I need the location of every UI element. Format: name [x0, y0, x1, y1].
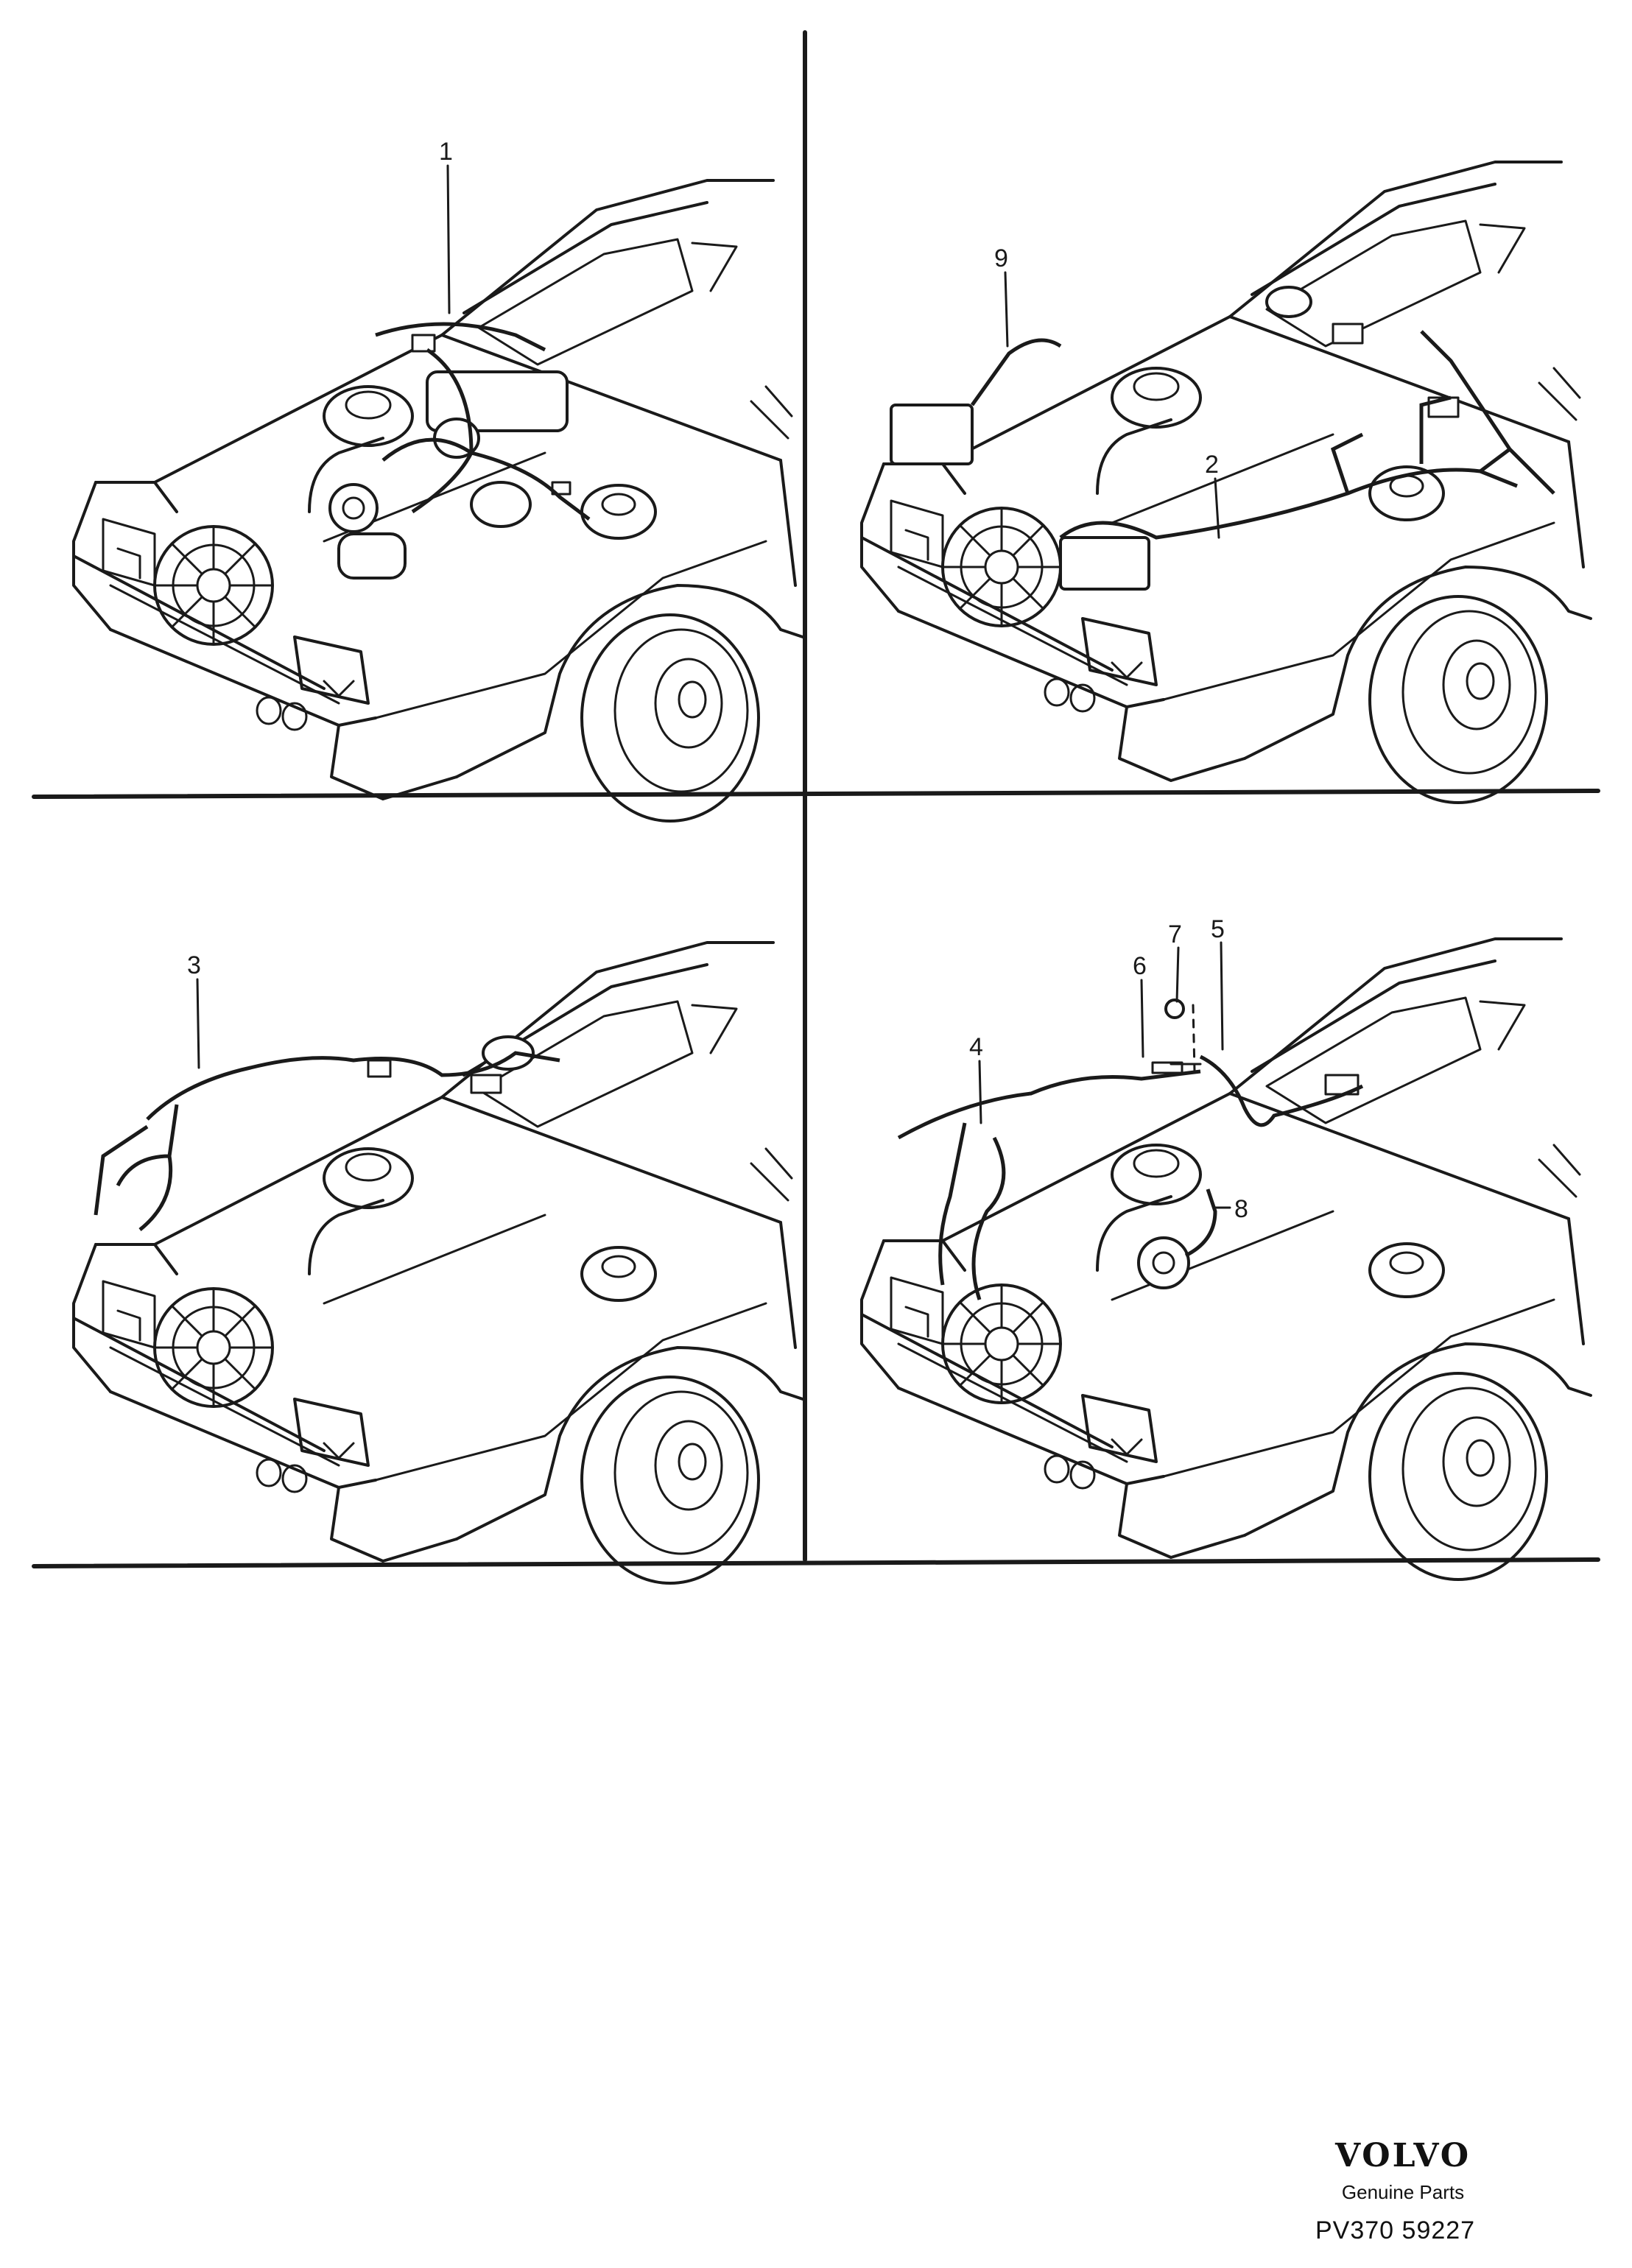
svg-text:2: 2: [1205, 451, 1219, 479]
panel-bottom-left: 3: [72, 941, 804, 1585]
panel-top-right: 9 2: [860, 161, 1592, 804]
svg-text:3: 3: [187, 951, 201, 979]
engine-components: [1137, 999, 1360, 1289]
wiring-harness-2: [1059, 330, 1555, 540]
callout-1: 1: [439, 138, 453, 314]
brand-logo: VOLVO: [1334, 2137, 1471, 2174]
callout-8: 8: [1214, 1195, 1248, 1223]
callout-4: 4: [969, 1033, 983, 1124]
callout-9: 9: [994, 244, 1009, 348]
divider-horizontal-bottom: [32, 1557, 1600, 1568]
wiring-harness-5: [1199, 1054, 1364, 1127]
callout-6: 6: [1133, 952, 1147, 1058]
panel-top-left: 1: [72, 138, 804, 823]
callout-2: 2: [1205, 451, 1220, 539]
wiring-harness-9: [970, 338, 1062, 406]
svg-text:1: 1: [439, 138, 453, 166]
svg-text:7: 7: [1168, 920, 1182, 948]
engine-components: [890, 286, 1460, 591]
callout-3: 3: [187, 951, 201, 1069]
callout-5: 5: [1211, 915, 1225, 1051]
divider-horizontal-middle: [32, 789, 1600, 799]
wiring-harness-4: [897, 1069, 1201, 1300]
svg-text:4: 4: [969, 1033, 983, 1061]
engine-components: [367, 1035, 535, 1094]
engine-components: [328, 334, 571, 580]
document-code: PV370 59227: [1315, 2216, 1476, 2244]
wiring-harness-1: [375, 322, 591, 521]
brand-subtitle: Genuine Parts: [1341, 2181, 1465, 2203]
svg-text:9: 9: [994, 244, 1008, 272]
svg-text:8: 8: [1234, 1195, 1248, 1223]
callout-7: 7: [1168, 920, 1182, 1003]
wiring-harness-8: [1184, 1188, 1217, 1258]
svg-text:5: 5: [1211, 915, 1225, 943]
wiring-harness-3: [94, 1051, 560, 1231]
svg-text:6: 6: [1133, 952, 1147, 980]
panel-bottom-right: 7 6 5 4 8: [860, 915, 1592, 1581]
